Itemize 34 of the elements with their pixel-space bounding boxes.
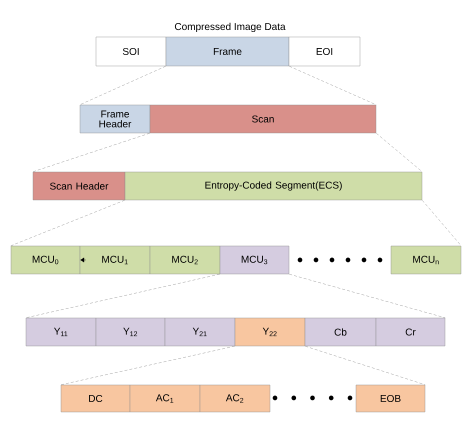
expansion-line <box>289 274 446 318</box>
expansion-line <box>376 133 422 172</box>
segment-box: Scan <box>150 104 376 134</box>
segment-box: EOB <box>356 384 426 412</box>
segment-box: MCU$_{n}$ <box>390 246 462 274</box>
expansion-line <box>32 133 150 172</box>
segment-box: Frame <box>166 36 290 66</box>
segment-box: Entropy-Coded Segment(ECS) <box>124 172 422 200</box>
segment-box: Y$_{12}$ <box>96 318 166 346</box>
arrow <box>80 258 86 262</box>
segment-box: MCU$_{3}$ <box>220 246 290 274</box>
expansion-line <box>305 346 426 385</box>
segment-box: Scan Header <box>32 172 126 200</box>
segment-box: Y$_{22}$ <box>234 318 306 346</box>
segment-box: MCU$_{1}$ <box>80 246 150 274</box>
segment-box: Cr <box>376 318 446 346</box>
heading: Compressed Image Data <box>174 22 286 32</box>
segment-box: EOI <box>288 36 360 66</box>
segment-box: Cb <box>304 318 376 346</box>
expansion-line <box>26 274 220 318</box>
segment-box: Y$_{21}$ <box>164 318 236 346</box>
segment-box: MCU$_{0}$ <box>10 246 80 274</box>
segment-box: Frame Header <box>80 104 150 134</box>
expansion-line <box>422 200 462 246</box>
expansion-line <box>80 66 166 105</box>
segment-box: AC$_{1}$ <box>130 384 200 412</box>
expansion-line <box>60 346 235 385</box>
segment-box: Y$_{11}$ <box>26 318 96 346</box>
segment-box: MCU$_{2}$ <box>150 246 220 274</box>
segment-box: SOI <box>96 36 166 66</box>
expansion-line <box>289 66 376 105</box>
expansion-line <box>10 200 125 246</box>
segment-box: DC <box>60 384 130 412</box>
segment-box: AC$_{2}$ <box>200 384 270 412</box>
